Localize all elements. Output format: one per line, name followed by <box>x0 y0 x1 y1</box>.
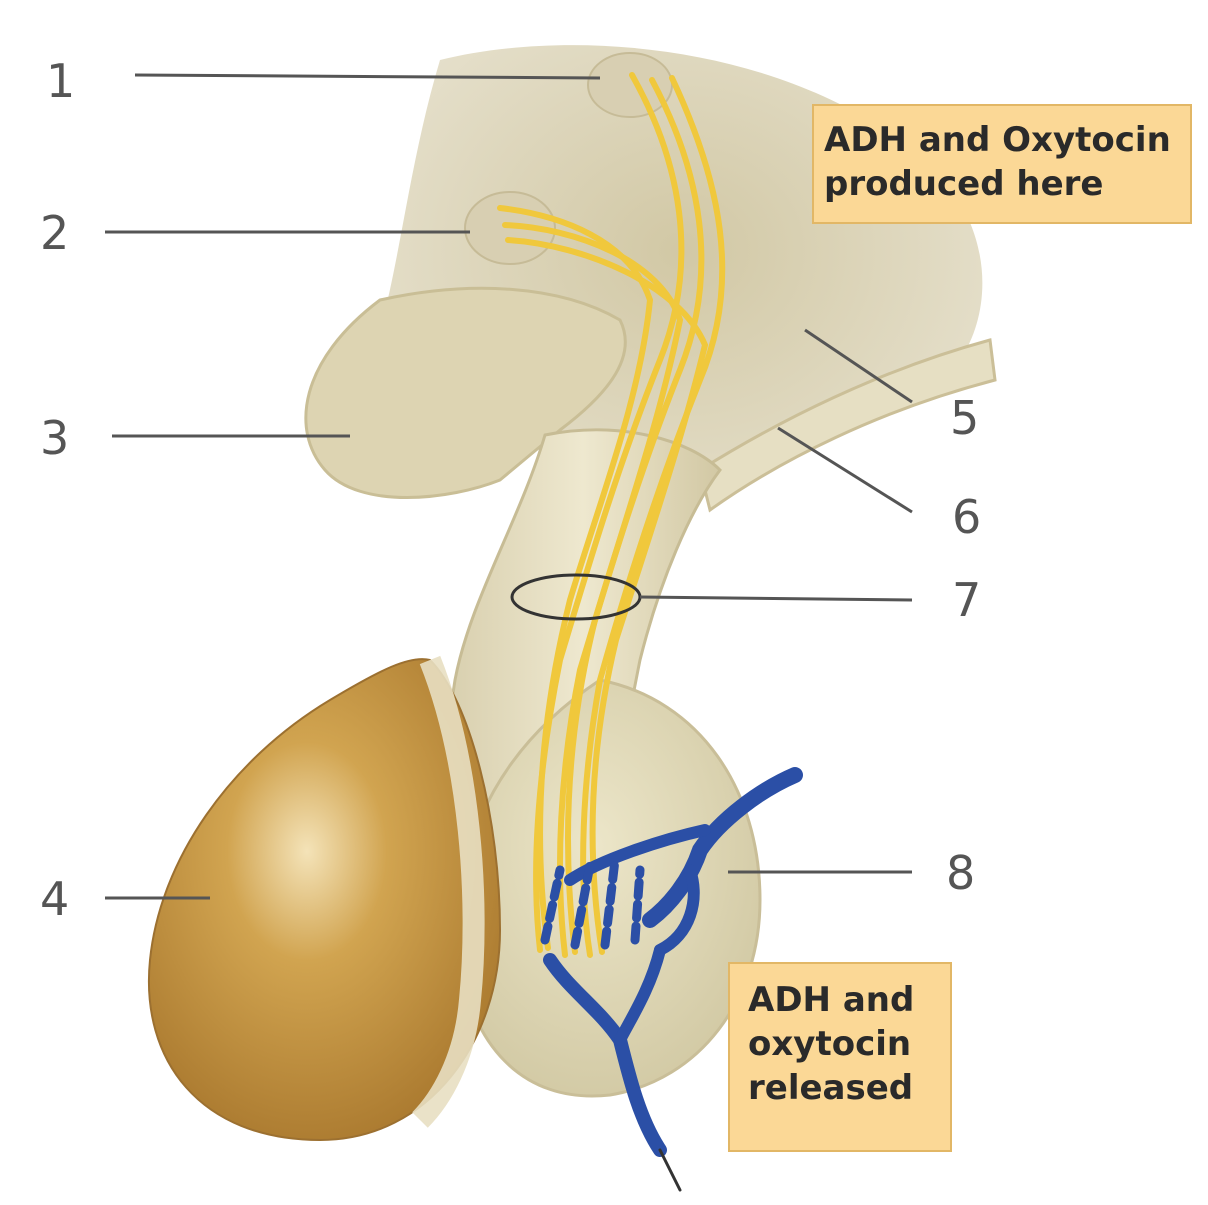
label-3: 3 <box>40 411 70 465</box>
supraoptic-nucleus-1 <box>587 52 673 118</box>
label-2: 2 <box>40 206 70 260</box>
capillary-plexus <box>540 767 803 1192</box>
label-4: 4 <box>40 872 70 926</box>
label-8: 8 <box>946 846 976 900</box>
hypothalamo-hypophyseal-tract <box>497 72 726 958</box>
callout-produced-here: ADH and Oxytocin produced here <box>812 104 1192 224</box>
anterior-pituitary-4 <box>147 658 502 1142</box>
label-1: 1 <box>46 54 76 108</box>
leader-6 <box>777 426 913 514</box>
label-6: 6 <box>952 490 982 544</box>
leader-lines <box>105 73 913 900</box>
label-5: 5 <box>950 391 980 445</box>
callout-released: ADH and oxytocin released <box>728 962 952 1152</box>
label-7: 7 <box>952 573 982 627</box>
leader-1 <box>134 73 601 80</box>
optic-chiasm-3 <box>304 286 627 499</box>
leader-7 <box>639 595 913 602</box>
leader-5 <box>804 328 913 404</box>
